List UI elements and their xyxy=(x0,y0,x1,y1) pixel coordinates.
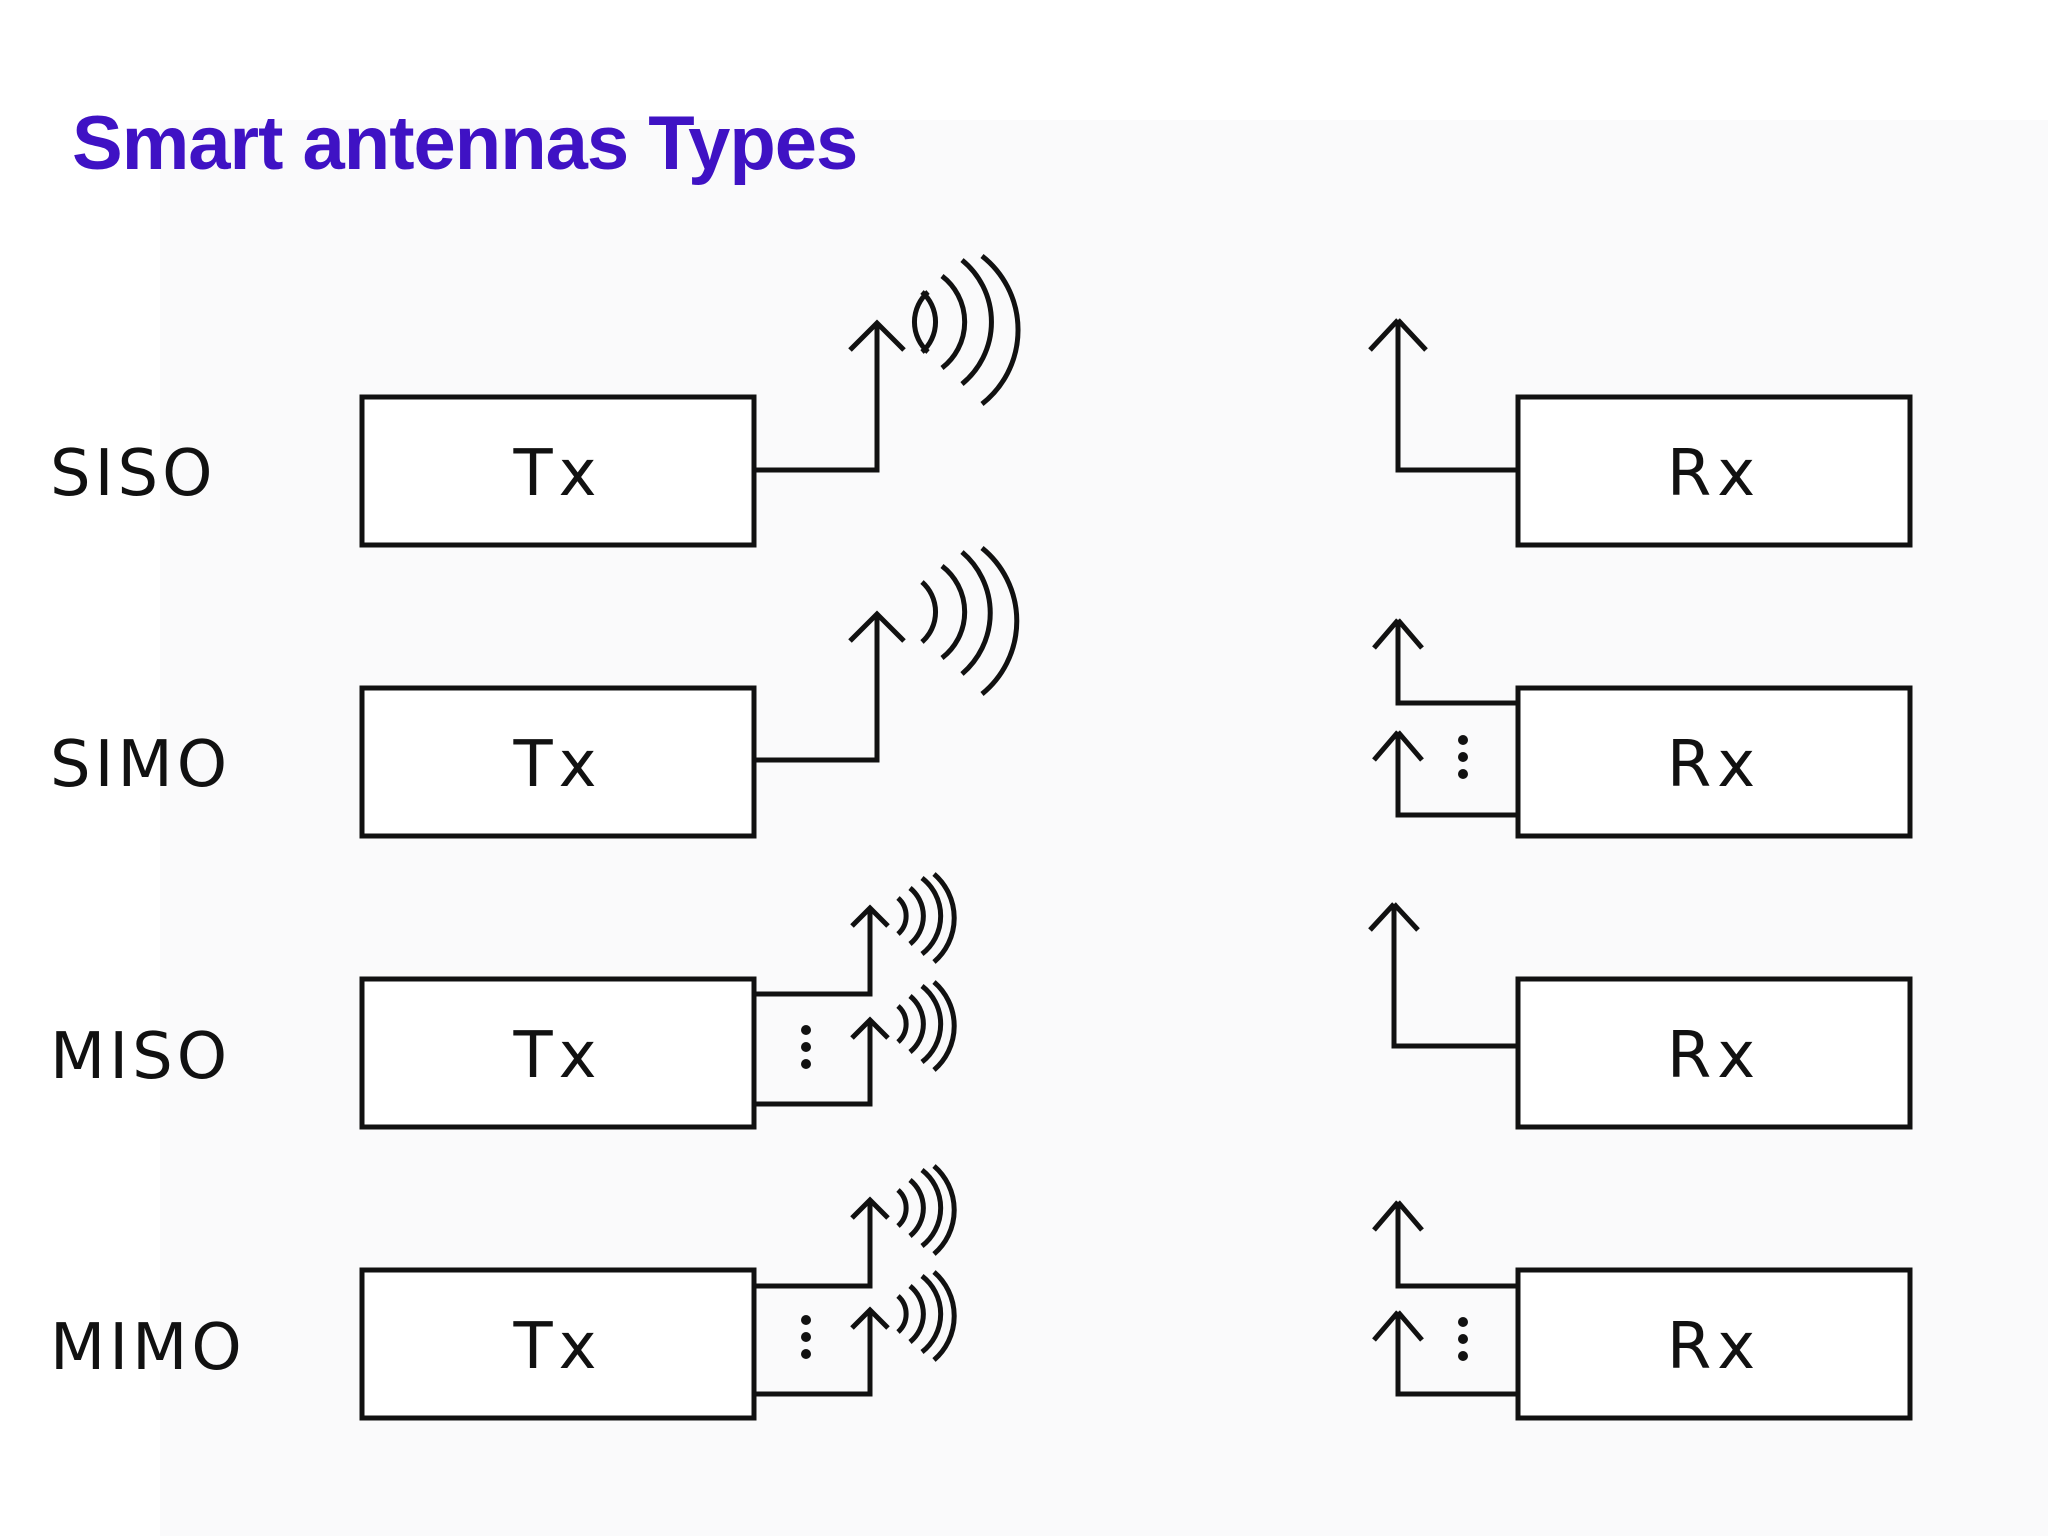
row-label-siso: SISO xyxy=(50,437,217,511)
tx-box xyxy=(359,1267,757,1421)
rx-antenna-icon xyxy=(1372,1200,1518,1289)
radio-waves-icon xyxy=(896,980,957,1072)
radio-waves-icon xyxy=(912,254,1021,406)
rx-label: Rx xyxy=(1667,728,1761,802)
tx-box xyxy=(359,976,757,1130)
rx-block-siso: Rx xyxy=(1515,394,1913,548)
rx-antenna-icon xyxy=(1368,902,1518,1049)
tx-antenna-icon xyxy=(754,1016,890,1107)
ellipsis-icon xyxy=(801,1025,811,1069)
tx-label: Tx xyxy=(513,1019,603,1093)
radio-waves-icon xyxy=(896,872,957,964)
tx-antenna-icon xyxy=(754,1196,890,1289)
slide-title: Smart antennas Types xyxy=(72,101,858,186)
rx-block-simo: Rx xyxy=(1515,685,1913,839)
rx-label: Rx xyxy=(1667,1310,1761,1384)
tx-block-mimo: Tx xyxy=(359,1267,757,1421)
tx-box xyxy=(359,394,757,548)
rx-box xyxy=(1515,1267,1913,1421)
tx-block-simo: Tx xyxy=(359,685,757,839)
rx-block-miso: Rx xyxy=(1515,976,1913,1130)
row-siso: SISO Tx Rx xyxy=(50,254,1913,548)
ellipsis-icon xyxy=(1458,1317,1468,1361)
tx-antenna-icon xyxy=(754,904,890,997)
tx-block-siso: Tx xyxy=(359,394,757,548)
rx-antenna-icon xyxy=(1372,730,1518,818)
radio-waves-icon xyxy=(896,1164,957,1256)
tx-antenna-icon xyxy=(754,319,906,473)
tx-block-miso: Tx xyxy=(359,976,757,1130)
rx-box xyxy=(1515,976,1913,1130)
row-miso: MISO Tx xyxy=(50,872,1913,1130)
tx-label: Tx xyxy=(513,728,603,802)
row-simo: SIMO Tx Rx xyxy=(50,546,1913,839)
tx-label: Tx xyxy=(513,437,603,511)
rx-box xyxy=(1515,394,1913,548)
rx-label: Rx xyxy=(1667,1019,1761,1093)
rx-antenna-icon xyxy=(1372,618,1518,706)
tx-antenna-icon xyxy=(754,1306,890,1397)
rx-box xyxy=(1515,685,1913,839)
row-mimo: MIMO Tx xyxy=(50,1164,1913,1421)
radio-waves-icon xyxy=(920,546,1020,696)
row-label-simo: SIMO xyxy=(50,728,231,802)
tx-label: Tx xyxy=(513,1310,603,1384)
tx-antenna-icon xyxy=(754,610,906,763)
ellipsis-icon xyxy=(1458,735,1468,779)
row-label-mimo: MIMO xyxy=(50,1311,246,1385)
rx-label: Rx xyxy=(1667,437,1761,511)
ellipsis-icon xyxy=(801,1315,811,1359)
row-label-miso: MISO xyxy=(50,1020,231,1094)
rx-block-mimo: Rx xyxy=(1515,1267,1913,1421)
rx-antenna-icon xyxy=(1368,318,1518,473)
radio-waves-icon xyxy=(896,1270,957,1362)
rx-antenna-icon xyxy=(1372,1310,1518,1397)
